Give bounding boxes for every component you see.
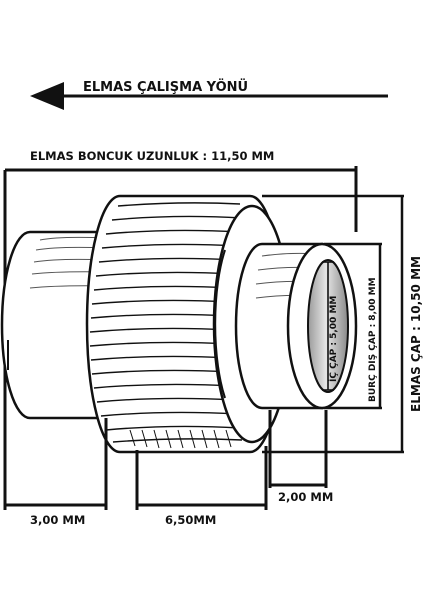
diamond-ring-length-label: 6,50MM (165, 513, 216, 527)
left-sleeve-length-dimension (5, 418, 108, 510)
inner-diameter-dimension (322, 261, 334, 391)
sleeve-outer-diameter-dimension (324, 242, 382, 410)
inner-diameter-label: İÇ ÇAP : 5,00 MM (328, 296, 339, 382)
bead-length-label: ELMAS BONCUK UZUNLUK : 11,50 MM (30, 149, 274, 163)
diamond-ring-length-dimension (135, 446, 268, 510)
right-sleeve (234, 242, 358, 410)
diamond-diameter-label: ELMAS ÇAP : 10,50 MM (409, 256, 423, 412)
direction-label: ELMAS ÇALIŞMA YÖNÜ (83, 79, 248, 95)
sleeve-outer-diameter-label: BURÇ DIŞ ÇAP : 8,00 MM (368, 277, 378, 402)
direction-arrow (30, 82, 388, 110)
right-sleeve-length-label: 2,00 MM (278, 490, 333, 504)
diamond-diameter-dimension (262, 194, 404, 454)
right-sleeve-length-dimension (268, 410, 328, 488)
left-sleeve-length-label: 3,00 MM (30, 513, 85, 527)
